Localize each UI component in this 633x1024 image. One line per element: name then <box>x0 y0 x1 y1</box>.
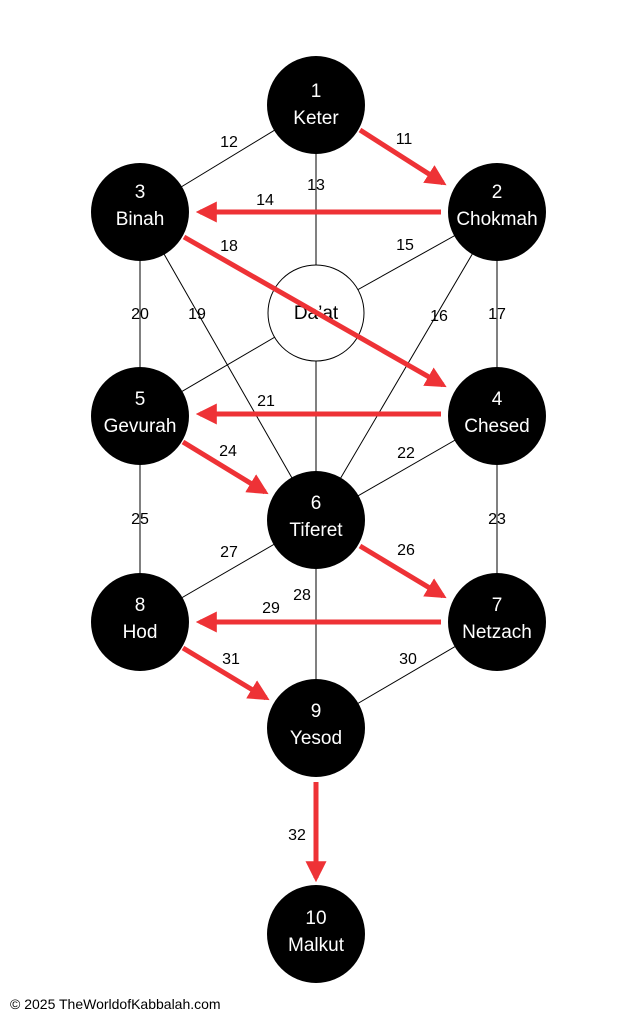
node-name: Netzach <box>462 622 532 643</box>
arrow-path-26 <box>358 543 447 599</box>
arrow-path-24 <box>181 439 269 495</box>
node-name: Malkut <box>288 935 345 956</box>
path-label-24: 24 <box>219 443 237 460</box>
arrow-path-11 <box>358 127 447 186</box>
node-number: 3 <box>135 182 146 203</box>
node-name: Gevurah <box>104 416 177 437</box>
path-label-32: 32 <box>288 827 306 844</box>
node-circle <box>91 573 189 671</box>
node-circle <box>267 679 365 777</box>
path-label-28: 28 <box>293 587 311 604</box>
node-chokmah: 2 Chokmah <box>448 163 546 261</box>
path-label-18: 18 <box>220 238 238 255</box>
node-number: 7 <box>492 595 503 616</box>
node-hod: 8 Hod <box>91 573 189 671</box>
path-labels: 11 12 13 14 15 16 17 18 19 20 21 22 23 2… <box>131 131 506 844</box>
path-label-17: 17 <box>488 306 506 323</box>
node-name: Chokmah <box>456 209 537 230</box>
node-number: 9 <box>311 701 322 722</box>
node-number: 1 <box>311 81 322 102</box>
node-number: 2 <box>492 182 503 203</box>
path-label-22: 22 <box>397 445 415 462</box>
path-label-25: 25 <box>131 511 149 528</box>
arrow-path-18 <box>182 234 447 388</box>
path-label-29: 29 <box>262 600 280 617</box>
node-gevurah: 5 Gevurah <box>91 367 189 465</box>
node-keter: 1 Keter <box>267 56 365 154</box>
path-label-30: 30 <box>399 651 417 668</box>
node-chesed: 4 Chesed <box>448 367 546 465</box>
node-number: 10 <box>305 908 326 929</box>
node-circle <box>448 367 546 465</box>
node-number: 8 <box>135 595 146 616</box>
node-name: Hod <box>123 622 158 643</box>
node-circle <box>448 163 546 261</box>
node-number: 5 <box>135 389 146 410</box>
path-label-23: 23 <box>488 511 506 528</box>
node-circle <box>267 471 365 569</box>
node-name: Yesod <box>290 728 342 749</box>
path-label-14: 14 <box>256 192 274 209</box>
path-label-20: 20 <box>131 306 149 323</box>
connector-path-19 <box>139 211 317 521</box>
node-name: Keter <box>293 108 339 129</box>
node-circle <box>267 885 365 983</box>
path-label-31: 31 <box>222 651 240 668</box>
copyright-text: © 2025 TheWorldofKabbalah.com <box>10 996 221 1012</box>
path-label-16: 16 <box>430 308 448 325</box>
node-circle <box>448 573 546 671</box>
arrow-paths <box>181 127 447 883</box>
path-label-21: 21 <box>257 393 275 410</box>
node-yesod: 9 Yesod <box>267 679 365 777</box>
path-label-11: 11 <box>396 131 413 148</box>
node-malkut: 10 Malkut <box>267 885 365 983</box>
arrow-path-31 <box>181 645 270 701</box>
node-circle <box>91 367 189 465</box>
node-name: Tiferet <box>289 520 343 541</box>
node-netzach: 7 Netzach <box>448 573 546 671</box>
node-tiferet: 6 Tiferet <box>267 471 365 569</box>
node-number: 4 <box>492 389 503 410</box>
node-name: Binah <box>116 209 165 230</box>
node-circle <box>267 56 365 154</box>
path-label-15: 15 <box>396 237 414 254</box>
node-number: 6 <box>311 493 322 514</box>
path-label-27: 27 <box>220 544 238 561</box>
path-label-13: 13 <box>307 177 325 194</box>
node-binah: 3 Binah <box>91 163 189 261</box>
node-circle <box>91 163 189 261</box>
node-name: Chesed <box>464 416 530 437</box>
path-label-26: 26 <box>397 542 415 559</box>
path-label-12: 12 <box>220 134 238 151</box>
path-label-19: 19 <box>188 306 206 323</box>
